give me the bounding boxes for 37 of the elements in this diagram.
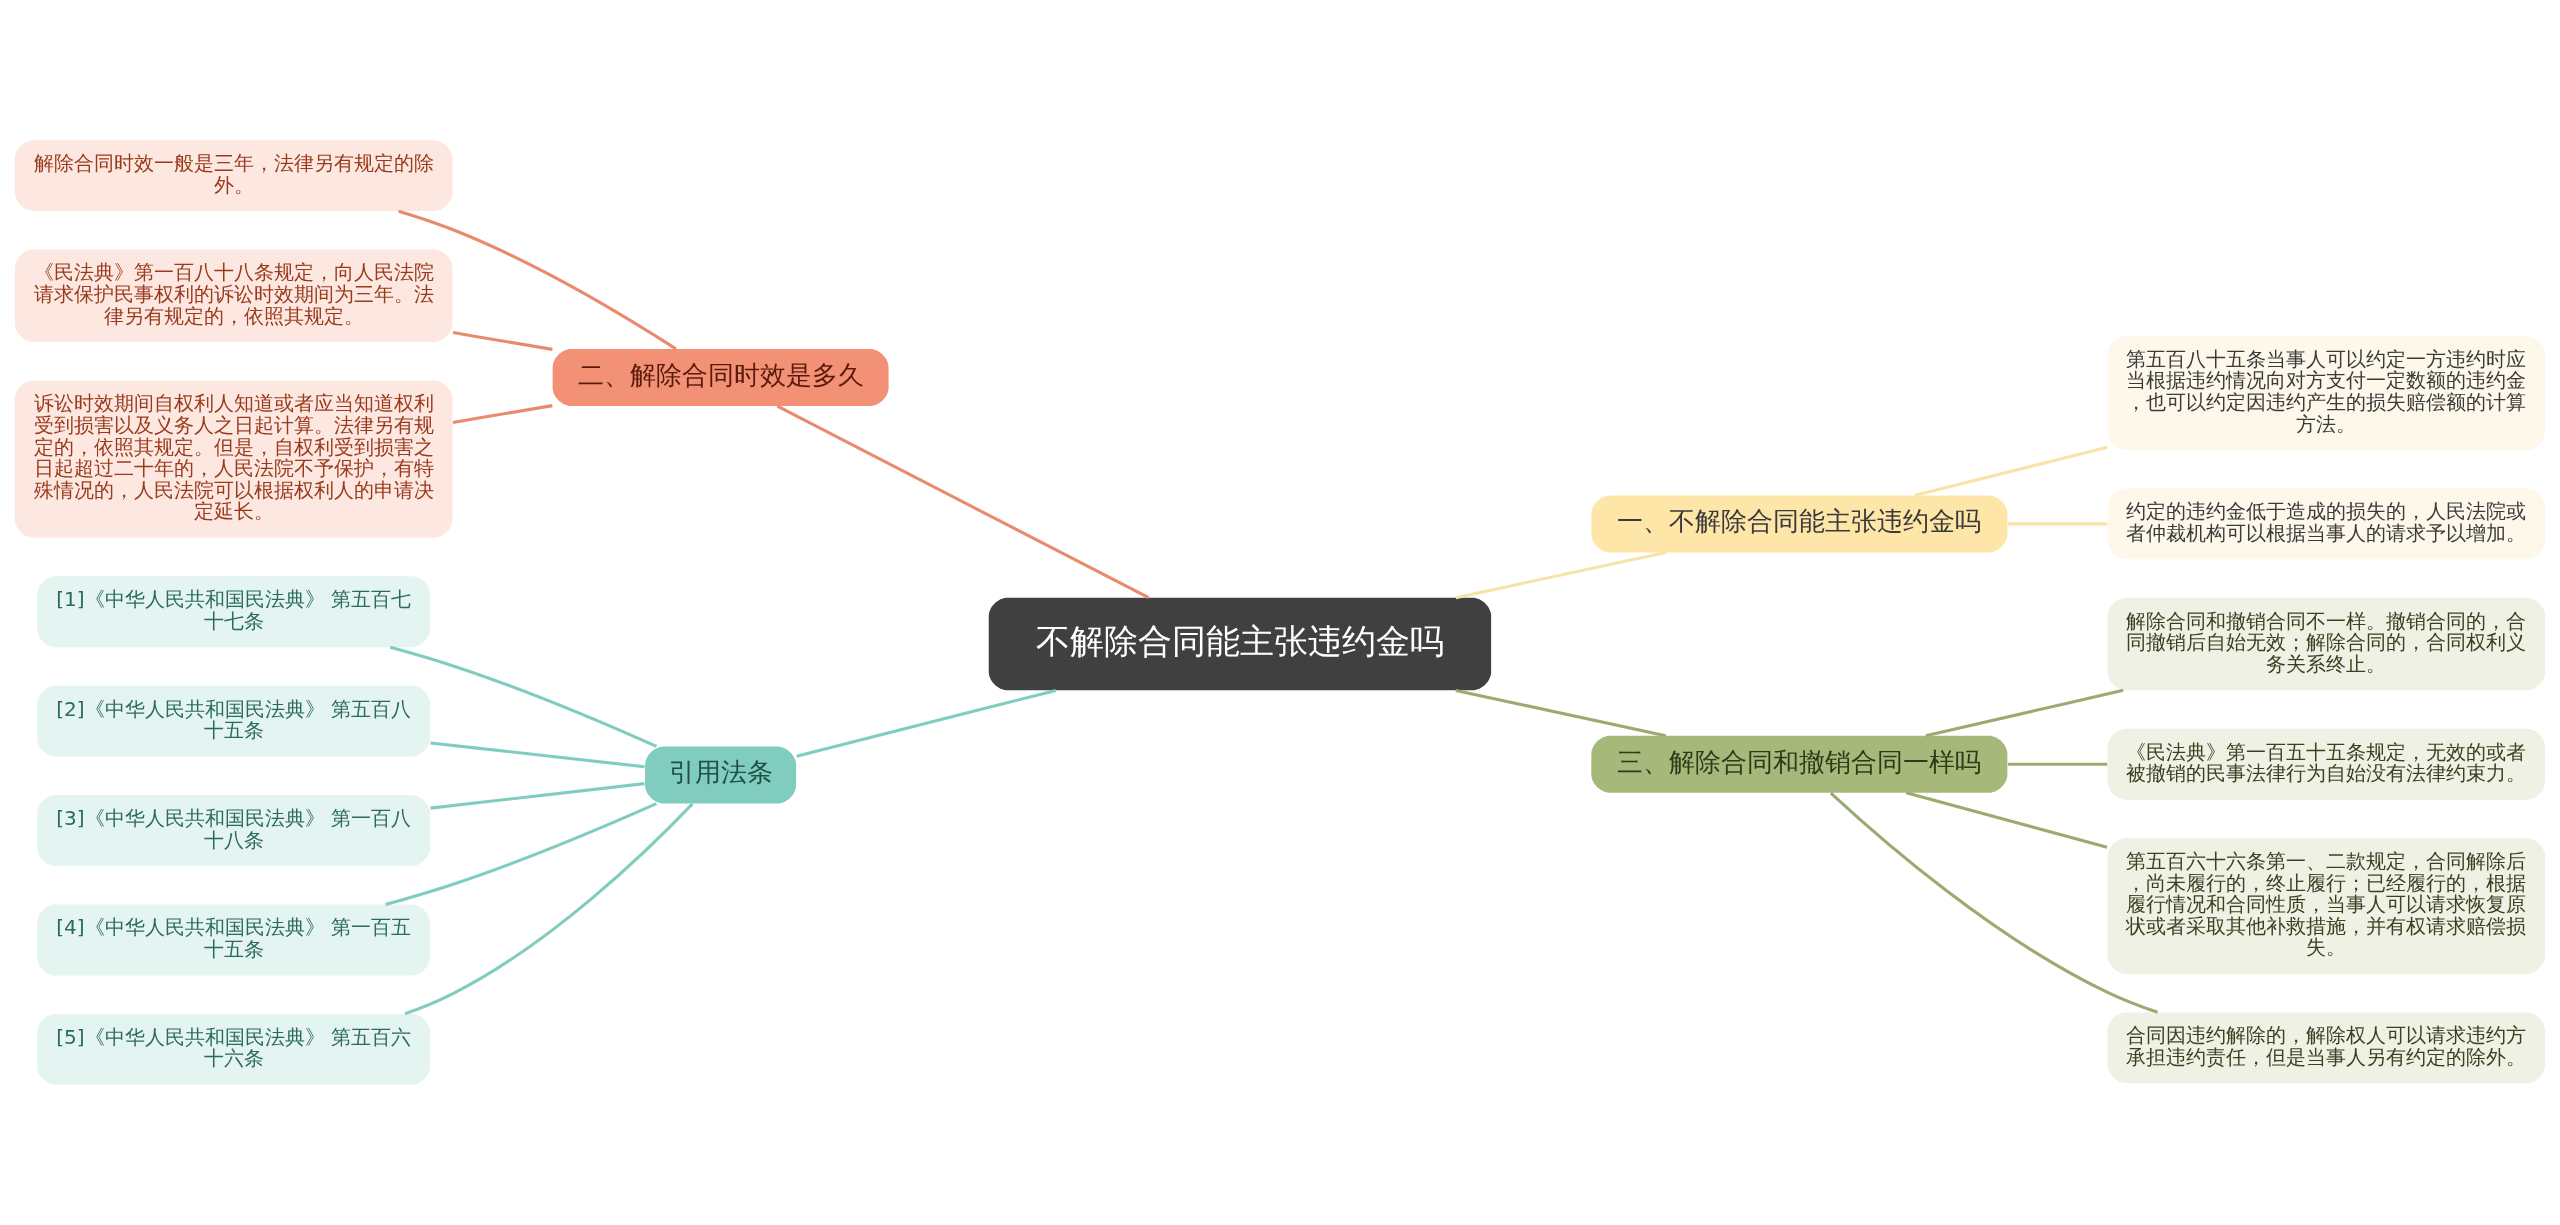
connector	[398, 209, 677, 351]
node-box: [1]《中华人民共和国民法典》 第五百七十七条	[37, 576, 431, 648]
connector	[430, 741, 645, 769]
connector	[1455, 550, 1667, 600]
connector	[776, 404, 1150, 600]
connector	[2007, 762, 2108, 766]
node-box: 第五百六十六条第一、二款规定，合同解除后，尚未履行的，终止履行；已经履行的，根据履行情况和合同性质，当事人可以请求恢复原状或者采取其他补救措施，并有权请求赔偿损失。	[2107, 838, 2546, 974]
connector	[1925, 688, 2124, 738]
node-box: 《民法典》第一百五十五条规定，无效的或者被撤销的民事法律行为自始没有法律约束力。	[2107, 728, 2546, 800]
connector	[430, 782, 645, 810]
node-box: 合同因违约解除的，解除权人可以请求违约方承担违约责任，但是当事人另有约定的除外。	[2107, 1012, 2546, 1084]
node-box: 第五百八十五条当事人可以约定一方违约时应当根据违约情况向对方支付一定数额的违约金，也可以约定因违约产生的损失赔偿额的计算方法。	[2107, 335, 2546, 450]
connector	[385, 802, 658, 906]
node-box: [5]《中华人民共和国民法典》 第五百六十六条	[37, 1013, 431, 1085]
node-box: 不解除合同能主张违约金吗	[988, 597, 1492, 691]
node-box: 引用法条	[645, 746, 797, 804]
node-box: 解除合同和撤销合同不一样。撤销合同的，合同撤销后自始无效；解除合同的，合同权利义务关系终止。	[2107, 597, 2546, 691]
node-box: 约定的违约金低于造成的损失的，人民法院或者仲裁机构可以根据当事人的请求予以增加。	[2107, 488, 2546, 560]
node-box: 《民法典》第一百八十八条规定，向人民法院请求保护民事权利的诉讼时效期间为三年。法律另有规定的，依照其规定。	[14, 249, 453, 343]
node-box: 一、不解除合同能主张违约金吗	[1591, 495, 2008, 553]
connector	[452, 331, 553, 351]
connector	[2007, 522, 2108, 526]
connector	[404, 802, 694, 1016]
node-box: 解除合同时效一般是三年，法律另有规定的除外。	[14, 140, 453, 212]
node-box: 三、解除合同和撤销合同一样吗	[1591, 735, 2008, 793]
node-box: 二、解除合同时效是多久	[552, 349, 889, 406]
connector	[796, 688, 1057, 758]
connector	[1914, 445, 2108, 497]
node-box: [4]《中华人民共和国民法典》 第一百五十五条	[37, 904, 431, 976]
connector	[1905, 791, 2108, 849]
node-box: 诉讼时效期间自权利人知道或者应当知道权利受到损害以及义务人之日起计算。法律另有规定的，依照其规定。但是，自权利受到损害之日起超过二十年的，人民法院不予保护，有特殊情况的，人民法院可以根据权利人的申请决定延长。	[14, 380, 453, 538]
connector	[389, 645, 658, 748]
node-box: [2]《中华人民共和国民法典》 第五百八十五条	[37, 685, 431, 757]
connector	[1455, 688, 1667, 738]
connector	[1829, 791, 2159, 1014]
connector	[452, 404, 553, 424]
node-box: [3]《中华人民共和国民法典》 第一百八十八条	[37, 795, 431, 866]
